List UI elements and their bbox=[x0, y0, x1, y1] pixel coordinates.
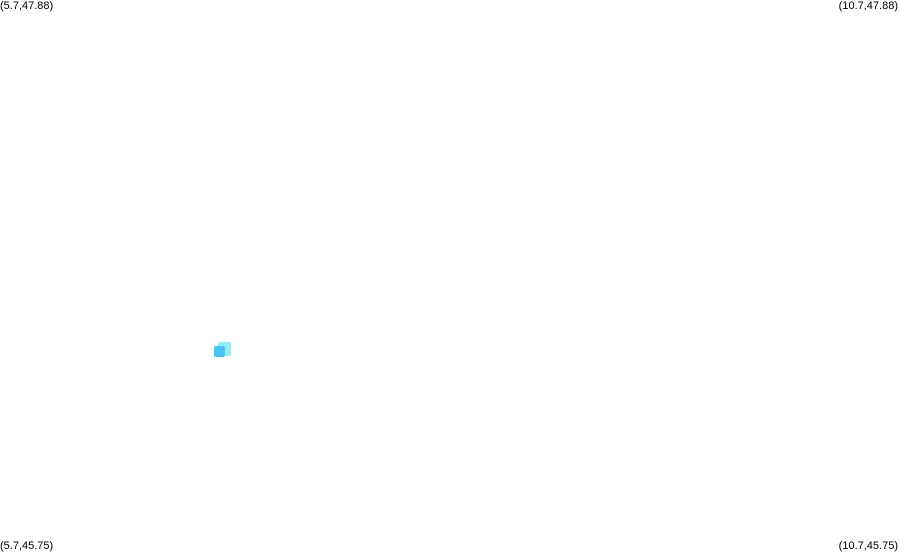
map-feature-marker bbox=[213, 341, 233, 359]
corner-coordinate-top-right: (10.7,47.88) bbox=[838, 0, 898, 12]
corner-coordinate-top-left: (5.7,47.88) bbox=[0, 0, 54, 12]
map-feature-patch-primary bbox=[214, 346, 225, 357]
corner-coordinate-bottom-left: (5.7,45.75) bbox=[0, 540, 54, 552]
corner-coordinate-bottom-right: (10.7,45.75) bbox=[838, 540, 898, 552]
